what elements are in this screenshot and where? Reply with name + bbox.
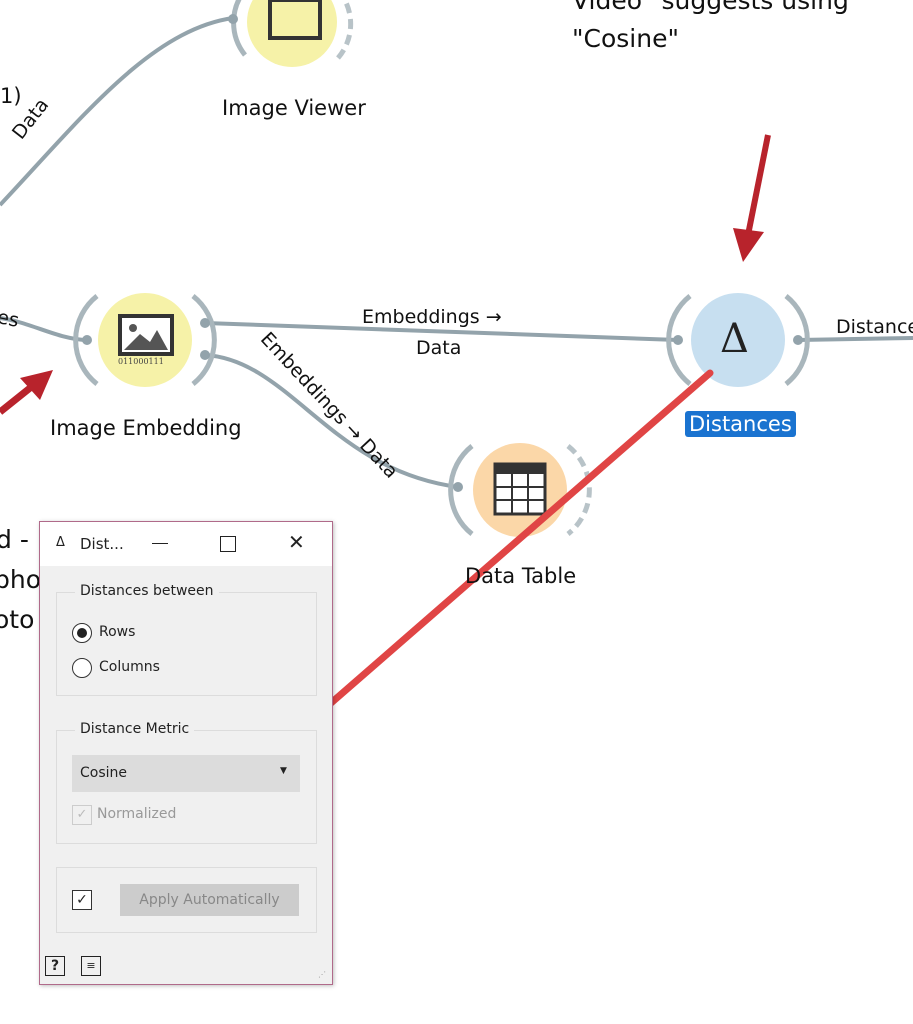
annotation-arrow-left (0, 370, 53, 415)
link-data[interactable] (0, 16, 234, 207)
link-images[interactable] (0, 316, 88, 342)
note-line-1: Video" suggests using (572, 0, 849, 15)
link-label-emb-1: Embeddings → (362, 306, 502, 328)
columns-label: Columns (99, 659, 160, 675)
rows-radio[interactable] (72, 623, 92, 643)
link-embeddings-datatable[interactable] (204, 353, 459, 489)
link-distances-out[interactable] (797, 336, 913, 342)
embedding-code: 011000111 (118, 357, 164, 366)
distances-delta-icon: Δ (720, 316, 749, 362)
maximize-button[interactable] (220, 536, 236, 552)
distances-label: Distances (685, 411, 796, 437)
columns-radio[interactable] (72, 658, 92, 678)
link-label-emb-2: Data (416, 337, 462, 359)
chevron-down-icon: ▼ (280, 766, 287, 776)
distances-between-group: Distances between Rows Columns (56, 583, 317, 696)
distances-between-label: Distances between (75, 583, 219, 599)
image-embedding-label: Image Embedding (50, 416, 242, 440)
fragment-4: oto (0, 605, 35, 634)
node-image-embedding[interactable] (73, 293, 217, 387)
node-distances[interactable] (666, 293, 810, 387)
metric-select[interactable]: Cosine ▼ (72, 755, 300, 792)
report-button[interactable]: ≡ (81, 956, 101, 976)
normalized-checkbox[interactable]: ✓ (72, 805, 92, 825)
apply-group: ✓ Apply Automatically (56, 867, 317, 933)
distance-metric-label: Distance Metric (75, 721, 195, 737)
fragment-2: d - (0, 525, 29, 554)
note-line-2: "Cosine" (572, 24, 679, 53)
help-button[interactable]: ? (45, 956, 65, 976)
apply-button[interactable]: Apply Automatically (120, 884, 299, 916)
link-embeddings-distances[interactable] (204, 321, 679, 342)
rows-label: Rows (99, 624, 136, 640)
distances-dialog: Δ Dist... ✕ Distances between Rows Colum… (39, 521, 333, 985)
dialog-title: Dist... (80, 535, 124, 553)
node-image-viewer[interactable] (228, 0, 354, 67)
minimize-button[interactable] (152, 543, 168, 544)
normalized-label: Normalized (97, 806, 177, 822)
distance-metric-group: Distance Metric Cosine ▼ ✓ Normalized (56, 721, 317, 844)
resize-grip-icon[interactable]: ⋰ (318, 970, 326, 979)
auto-apply-checkbox[interactable]: ✓ (72, 890, 92, 910)
node-data-table[interactable] (448, 443, 592, 537)
fragment-1: 1) (0, 84, 22, 108)
data-table-label: Data Table (465, 564, 577, 588)
link-label-distances: Distances (836, 316, 913, 338)
close-button[interactable]: ✕ (288, 530, 305, 554)
fragment-3: pho (0, 565, 42, 594)
metric-value: Cosine (80, 765, 128, 781)
dialog-titlebar[interactable]: Δ Dist... ✕ (40, 522, 332, 566)
dialog-delta-icon: Δ (56, 535, 65, 550)
annotation-arrow-top (733, 134, 771, 262)
image-viewer-label: Image Viewer (222, 96, 366, 120)
